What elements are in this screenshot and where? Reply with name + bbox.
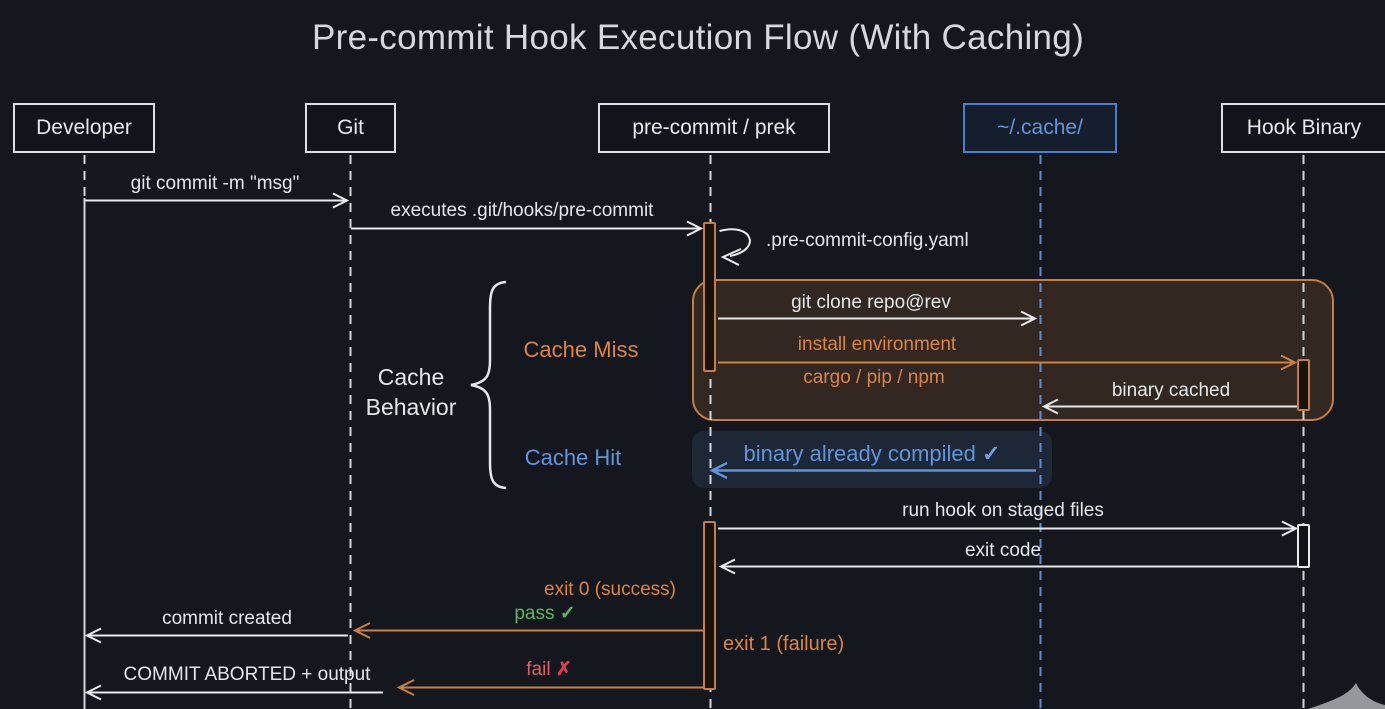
msg-exit1: exit 1 (failure) bbox=[723, 633, 845, 655]
msg-config-yaml: .pre-commit-config.yaml bbox=[766, 230, 969, 251]
arrow-git-clone bbox=[718, 310, 1038, 327]
cursor-icon bbox=[1308, 683, 1385, 709]
activation-hook-orange bbox=[1297, 359, 1310, 411]
arrow-commit-created bbox=[84, 627, 348, 644]
actor-git: Git bbox=[305, 103, 396, 153]
msg-binary-cached: binary cached bbox=[1111, 380, 1231, 401]
actor-cache: ~/.cache/ bbox=[963, 103, 1117, 153]
msg-install-env: install environment bbox=[797, 334, 957, 355]
cross-icon: ✗ bbox=[555, 659, 572, 680]
cache-miss-label: Cache Miss bbox=[523, 337, 639, 362]
cache-behavior-label: Cache Behavior bbox=[365, 364, 457, 420]
arrow-binary-compiled bbox=[709, 461, 1036, 480]
msg-commit-aborted: COMMIT ABORTED + output bbox=[123, 664, 371, 685]
arrow-run-hook bbox=[718, 520, 1299, 537]
activation-prek-1 bbox=[703, 222, 716, 372]
actor-hook-binary: Hook Binary bbox=[1221, 103, 1385, 153]
diagram-title: Pre-commit Hook Execution Flow (With Cac… bbox=[311, 18, 1085, 57]
actor-prek: pre-commit / prek bbox=[598, 103, 830, 153]
arrow-executes-hook bbox=[351, 220, 704, 237]
msg-executes-hook: executes .git/hooks/pre-commit bbox=[390, 200, 654, 221]
msg-cargo-pip-npm: cargo / pip / npm bbox=[803, 367, 945, 388]
arrow-exit0 bbox=[352, 622, 703, 639]
msg-exit0: exit 0 (success) bbox=[544, 579, 676, 600]
activation-prek-2 bbox=[703, 521, 716, 690]
msg-pass: pass ✓ bbox=[514, 603, 576, 624]
arrow-binary-cached bbox=[1041, 398, 1297, 415]
arrow-install-env bbox=[718, 354, 1298, 371]
msg-commit-created: commit created bbox=[162, 608, 292, 629]
actor-developer: Developer bbox=[13, 103, 155, 153]
msg-exit-code: exit code bbox=[964, 540, 1042, 561]
arrow-exit-code bbox=[718, 558, 1297, 575]
check-icon: ✓ bbox=[559, 603, 576, 624]
arrow-self-loop-config bbox=[719, 228, 751, 266]
msg-fail: fail ✗ bbox=[526, 659, 572, 680]
msg-run-hook: run hook on staged files bbox=[902, 500, 1104, 521]
check-icon: ✓ bbox=[982, 441, 1001, 466]
activation-hook-white bbox=[1297, 524, 1310, 568]
msg-binary-compiled: binary already compiled ✓ bbox=[743, 441, 1001, 466]
cache-behavior-brace bbox=[470, 280, 507, 490]
cache-hit-label: Cache Hit bbox=[524, 445, 622, 470]
cache-miss-container bbox=[692, 279, 1334, 421]
msg-git-clone: git clone repo@rev bbox=[791, 292, 951, 313]
arrow-commit-aborted bbox=[84, 684, 383, 701]
arrow-git-commit bbox=[85, 192, 350, 209]
arrow-exit1-fail bbox=[396, 679, 703, 696]
cache-hit-container bbox=[692, 431, 1052, 488]
msg-git-commit: git commit -m "msg" bbox=[130, 173, 300, 194]
